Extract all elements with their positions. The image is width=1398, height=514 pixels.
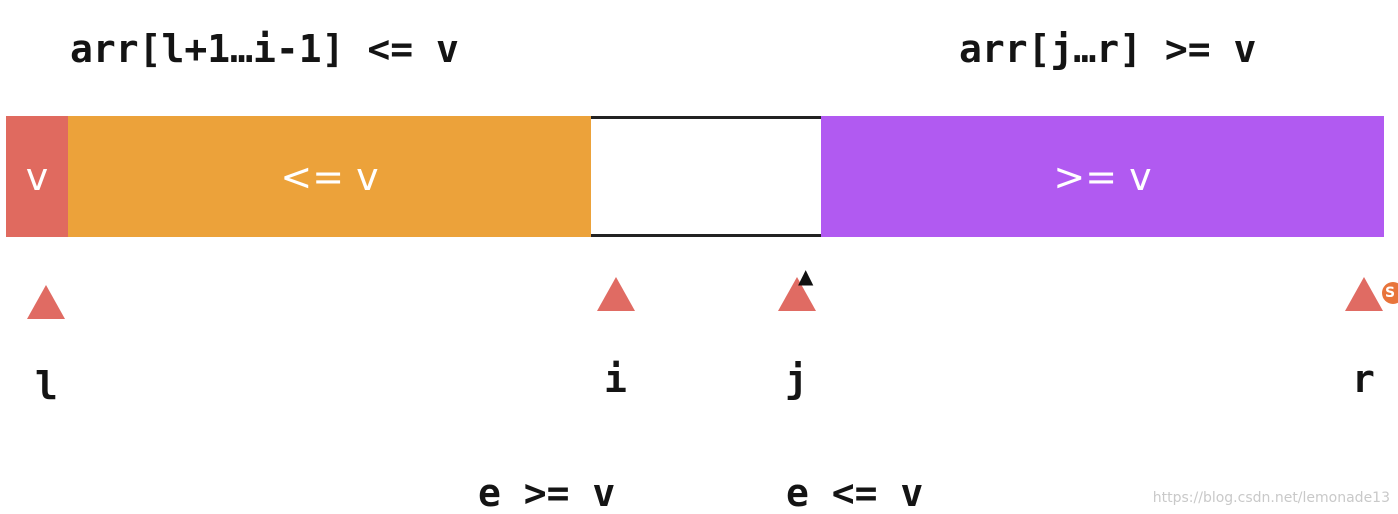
pointer-j-arrow-icon — [778, 277, 816, 311]
right-range-heading: arr[j…r] >= v — [959, 27, 1257, 71]
pointer-j-label: j — [785, 357, 808, 401]
mouse-cursor-icon: ▲ — [798, 264, 814, 288]
watermark: https://blog.csdn.net/lemonade13 — [1152, 490, 1390, 506]
unprocessed-segment — [591, 116, 821, 237]
pivot-segment: v — [6, 116, 68, 237]
logo-icon: S — [1382, 282, 1398, 304]
i-stop-condition: e >= v — [478, 471, 616, 514]
less-equal-segment: <= v — [68, 116, 591, 237]
pointer-r-label: r — [1352, 357, 1375, 401]
array-bar: v <= v >= v — [6, 116, 1384, 237]
pointer-i-arrow-icon — [597, 277, 635, 311]
pointer-i-label: i — [604, 357, 627, 401]
j-stop-condition: e <= v — [786, 471, 924, 514]
pointer-r-arrow-icon — [1345, 277, 1383, 311]
left-range-heading: arr[l+1…i-1] <= v — [70, 27, 459, 71]
pointer-l-label: l — [35, 364, 58, 408]
pointer-l-arrow-icon — [27, 285, 65, 319]
greater-equal-segment: >= v — [821, 116, 1384, 237]
